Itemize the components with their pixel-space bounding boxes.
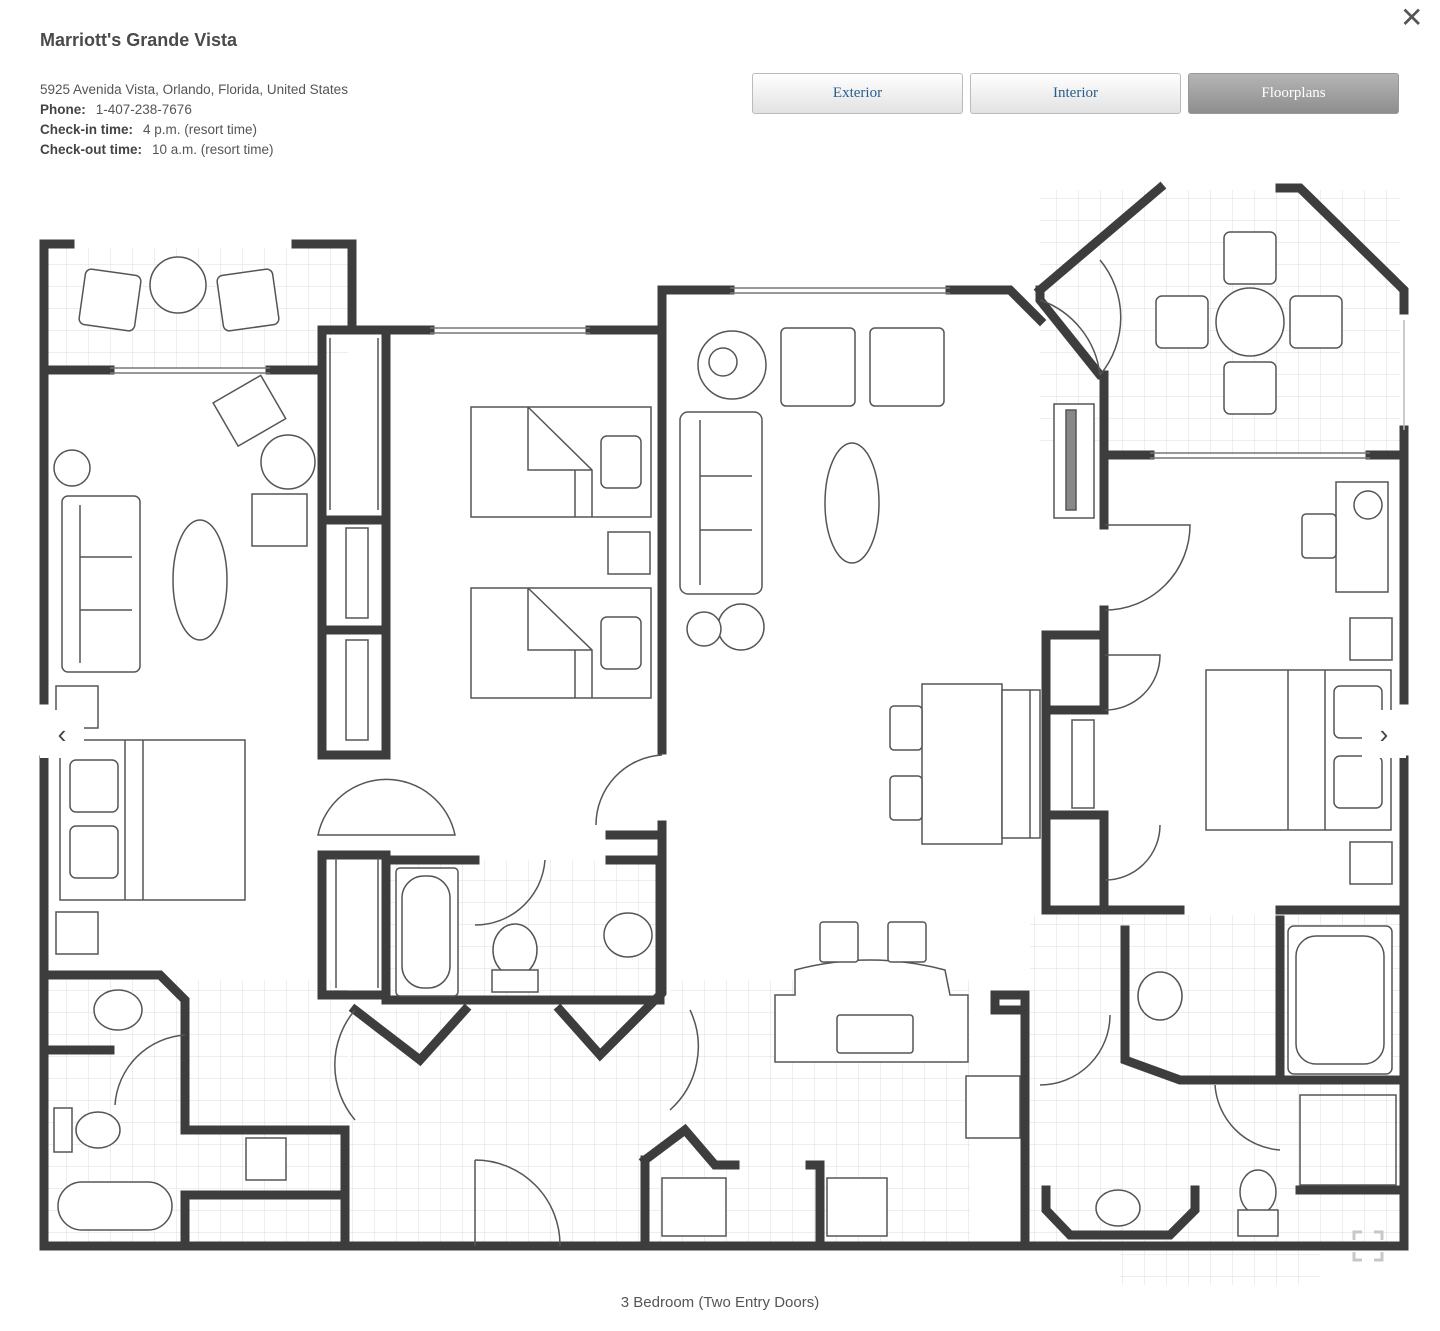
floorplan-image (39, 181, 1409, 1285)
next-slide-button[interactable]: › (1362, 710, 1406, 758)
address: 5925 Avenida Vista, Orlando, Florida, Un… (40, 82, 348, 97)
phone-value: 1-407-238-7676 (95, 102, 192, 117)
chevron-right-icon: › (1379, 718, 1389, 749)
checkin-value: 4 p.m. (resort time) (143, 122, 258, 137)
checkout-label: Check-out time: (40, 142, 143, 157)
gallery-tabs: Exterior Interior Floorplans (752, 73, 1399, 114)
expand-icon[interactable] (1352, 1230, 1384, 1262)
close-icon[interactable]: ✕ (1400, 2, 1424, 33)
resort-title: Marriott's Grande Vista (40, 30, 238, 50)
floorplan-caption: 3 Bedroom (Two Entry Doors) (620, 1294, 820, 1311)
tab-floorplans[interactable]: Floorplans (1188, 73, 1399, 114)
tab-exterior[interactable]: Exterior (752, 73, 963, 114)
checkout-value: 10 a.m. (resort time) (152, 142, 274, 157)
checkin-label: Check-in time: (40, 122, 134, 137)
prev-slide-button[interactable]: ‹ (40, 710, 84, 758)
resort-info: 5925 Avenida Vista, Orlando, Florida, Un… (40, 80, 348, 160)
chevron-left-icon: ‹ (57, 718, 67, 749)
tab-interior[interactable]: Interior (970, 73, 1181, 114)
phone-label: Phone: (40, 102, 86, 117)
